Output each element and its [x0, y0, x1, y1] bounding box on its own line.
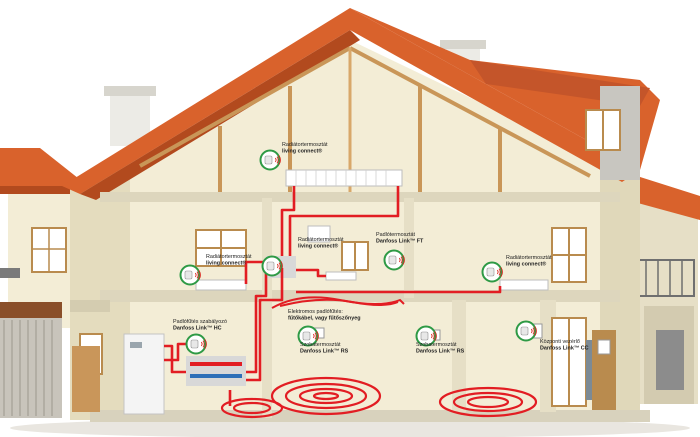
- left-radiator-thermostat-line-0: Radiátortermosztát: [206, 254, 252, 260]
- central-controller-icon: [515, 320, 537, 342]
- radiator-thermostat-icon: [481, 261, 503, 283]
- room-thermostat-icon: [415, 325, 437, 347]
- electric-floor-heating-line-0: Elektromos padlófűtés:: [288, 309, 343, 315]
- central-controller-cc-line-0: Központi vezérlő: [540, 339, 580, 345]
- right-radiator-thermostat-line-1: living connect®: [506, 260, 546, 267]
- left-radiator-thermostat-line-1: living connect®: [206, 259, 246, 266]
- radiator-thermostat-icon: [259, 149, 281, 171]
- heating-pipes: [164, 186, 502, 406]
- floor-thermostat-ft-line-1: Danfoss Link™ FT: [376, 238, 424, 244]
- heat-pump-unit: [123, 333, 165, 415]
- radiator-thermostat-icon: [261, 255, 283, 277]
- right-radiator-thermostat-line-0: Radiátortermosztát: [506, 255, 552, 261]
- central-controller-cc-line-1: Danfoss Link™ CC: [540, 345, 589, 351]
- floor-heating-controller-line-1: Danfoss Link™ HC: [173, 325, 222, 331]
- center-radiator-thermostat-line-1: living connect®: [298, 242, 338, 249]
- room-thermostat-icon: [297, 325, 319, 347]
- floor-heating-controller-line-0: Padlófűtés szabályozó: [173, 319, 227, 325]
- room-thermostat-rs-right-line-1: Danfoss Link™ RS: [416, 348, 465, 354]
- left-wing: [0, 148, 92, 418]
- ground-shadow: [10, 418, 690, 437]
- floor-thermostat-icon: [383, 249, 405, 271]
- windows: [79, 109, 621, 407]
- room-thermostat-rs-left-line-1: Danfoss Link™ RS: [300, 348, 349, 354]
- electric-floor-heating-line-1: fűtőkábel, vagy fűtőszőnyeg: [288, 315, 360, 321]
- attic-radiator-thermostat-line-0: Radiátortermosztát: [282, 142, 328, 148]
- upper-floor-heating-loops: [271, 296, 405, 309]
- roof: [62, 8, 660, 202]
- attic-radiator-thermostat-line-1: living connect®: [282, 147, 322, 154]
- floor-thermostat-ft-line-0: Padlótermosztát: [376, 232, 415, 238]
- center-radiator-thermostat-line-0: Radiátortermosztát: [298, 237, 344, 243]
- hydronic-controller-icon: [185, 333, 207, 355]
- room-thermostat-rs-left-line-0: Szobatermosztát: [300, 342, 341, 348]
- radiator-thermostat-icon: [179, 264, 201, 286]
- room-thermostat-rs-right-line-0: Szobatermosztát: [416, 342, 457, 348]
- electric-floor-heating-callout: Elektromos padlófűtés:fűtőkábel, vagy fű…: [288, 309, 360, 321]
- radiators: [195, 169, 549, 291]
- ground-floor-heating-loops: [220, 376, 538, 419]
